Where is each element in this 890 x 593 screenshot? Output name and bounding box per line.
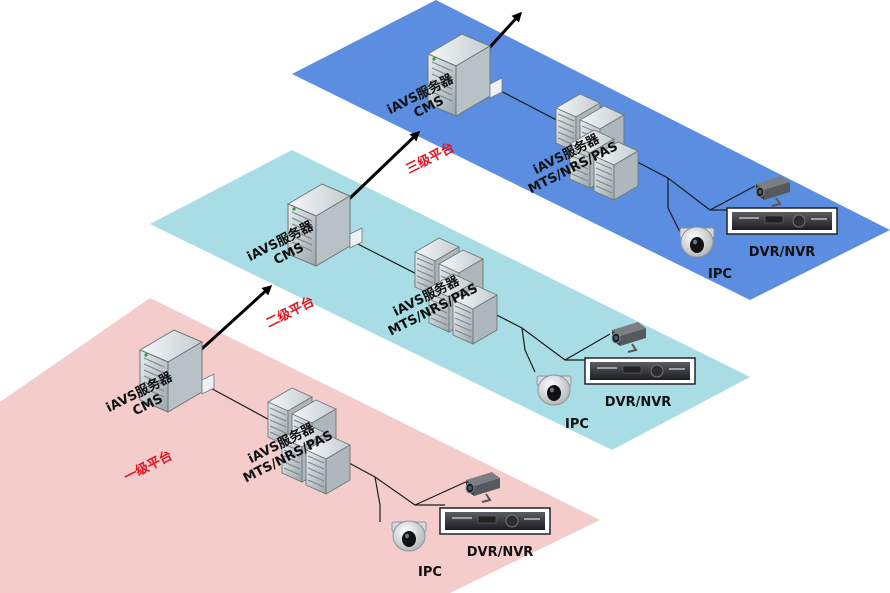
dvr-recorder-icon [726,207,838,235]
level-1-ipc-label: IPC [418,565,442,580]
dvr-recorder-icon [584,357,696,385]
level-1-dvr-label: DVR/NVR [467,545,534,560]
level-2-tier-label: 二级平台 [263,294,317,332]
level-3-ipc-label: IPC [708,267,732,282]
level-3-dvr-label: DVR/NVR [749,245,816,260]
level-2-ipc-label: IPC [565,417,589,432]
dome-camera-icon [536,374,572,406]
dome-camera-icon [679,226,715,258]
dome-camera-icon [391,520,427,552]
level-2-dvr-label: DVR/NVR [605,395,672,410]
dvr-recorder-icon [439,507,551,535]
level-3-tier-label: 三级平台 [403,140,457,178]
